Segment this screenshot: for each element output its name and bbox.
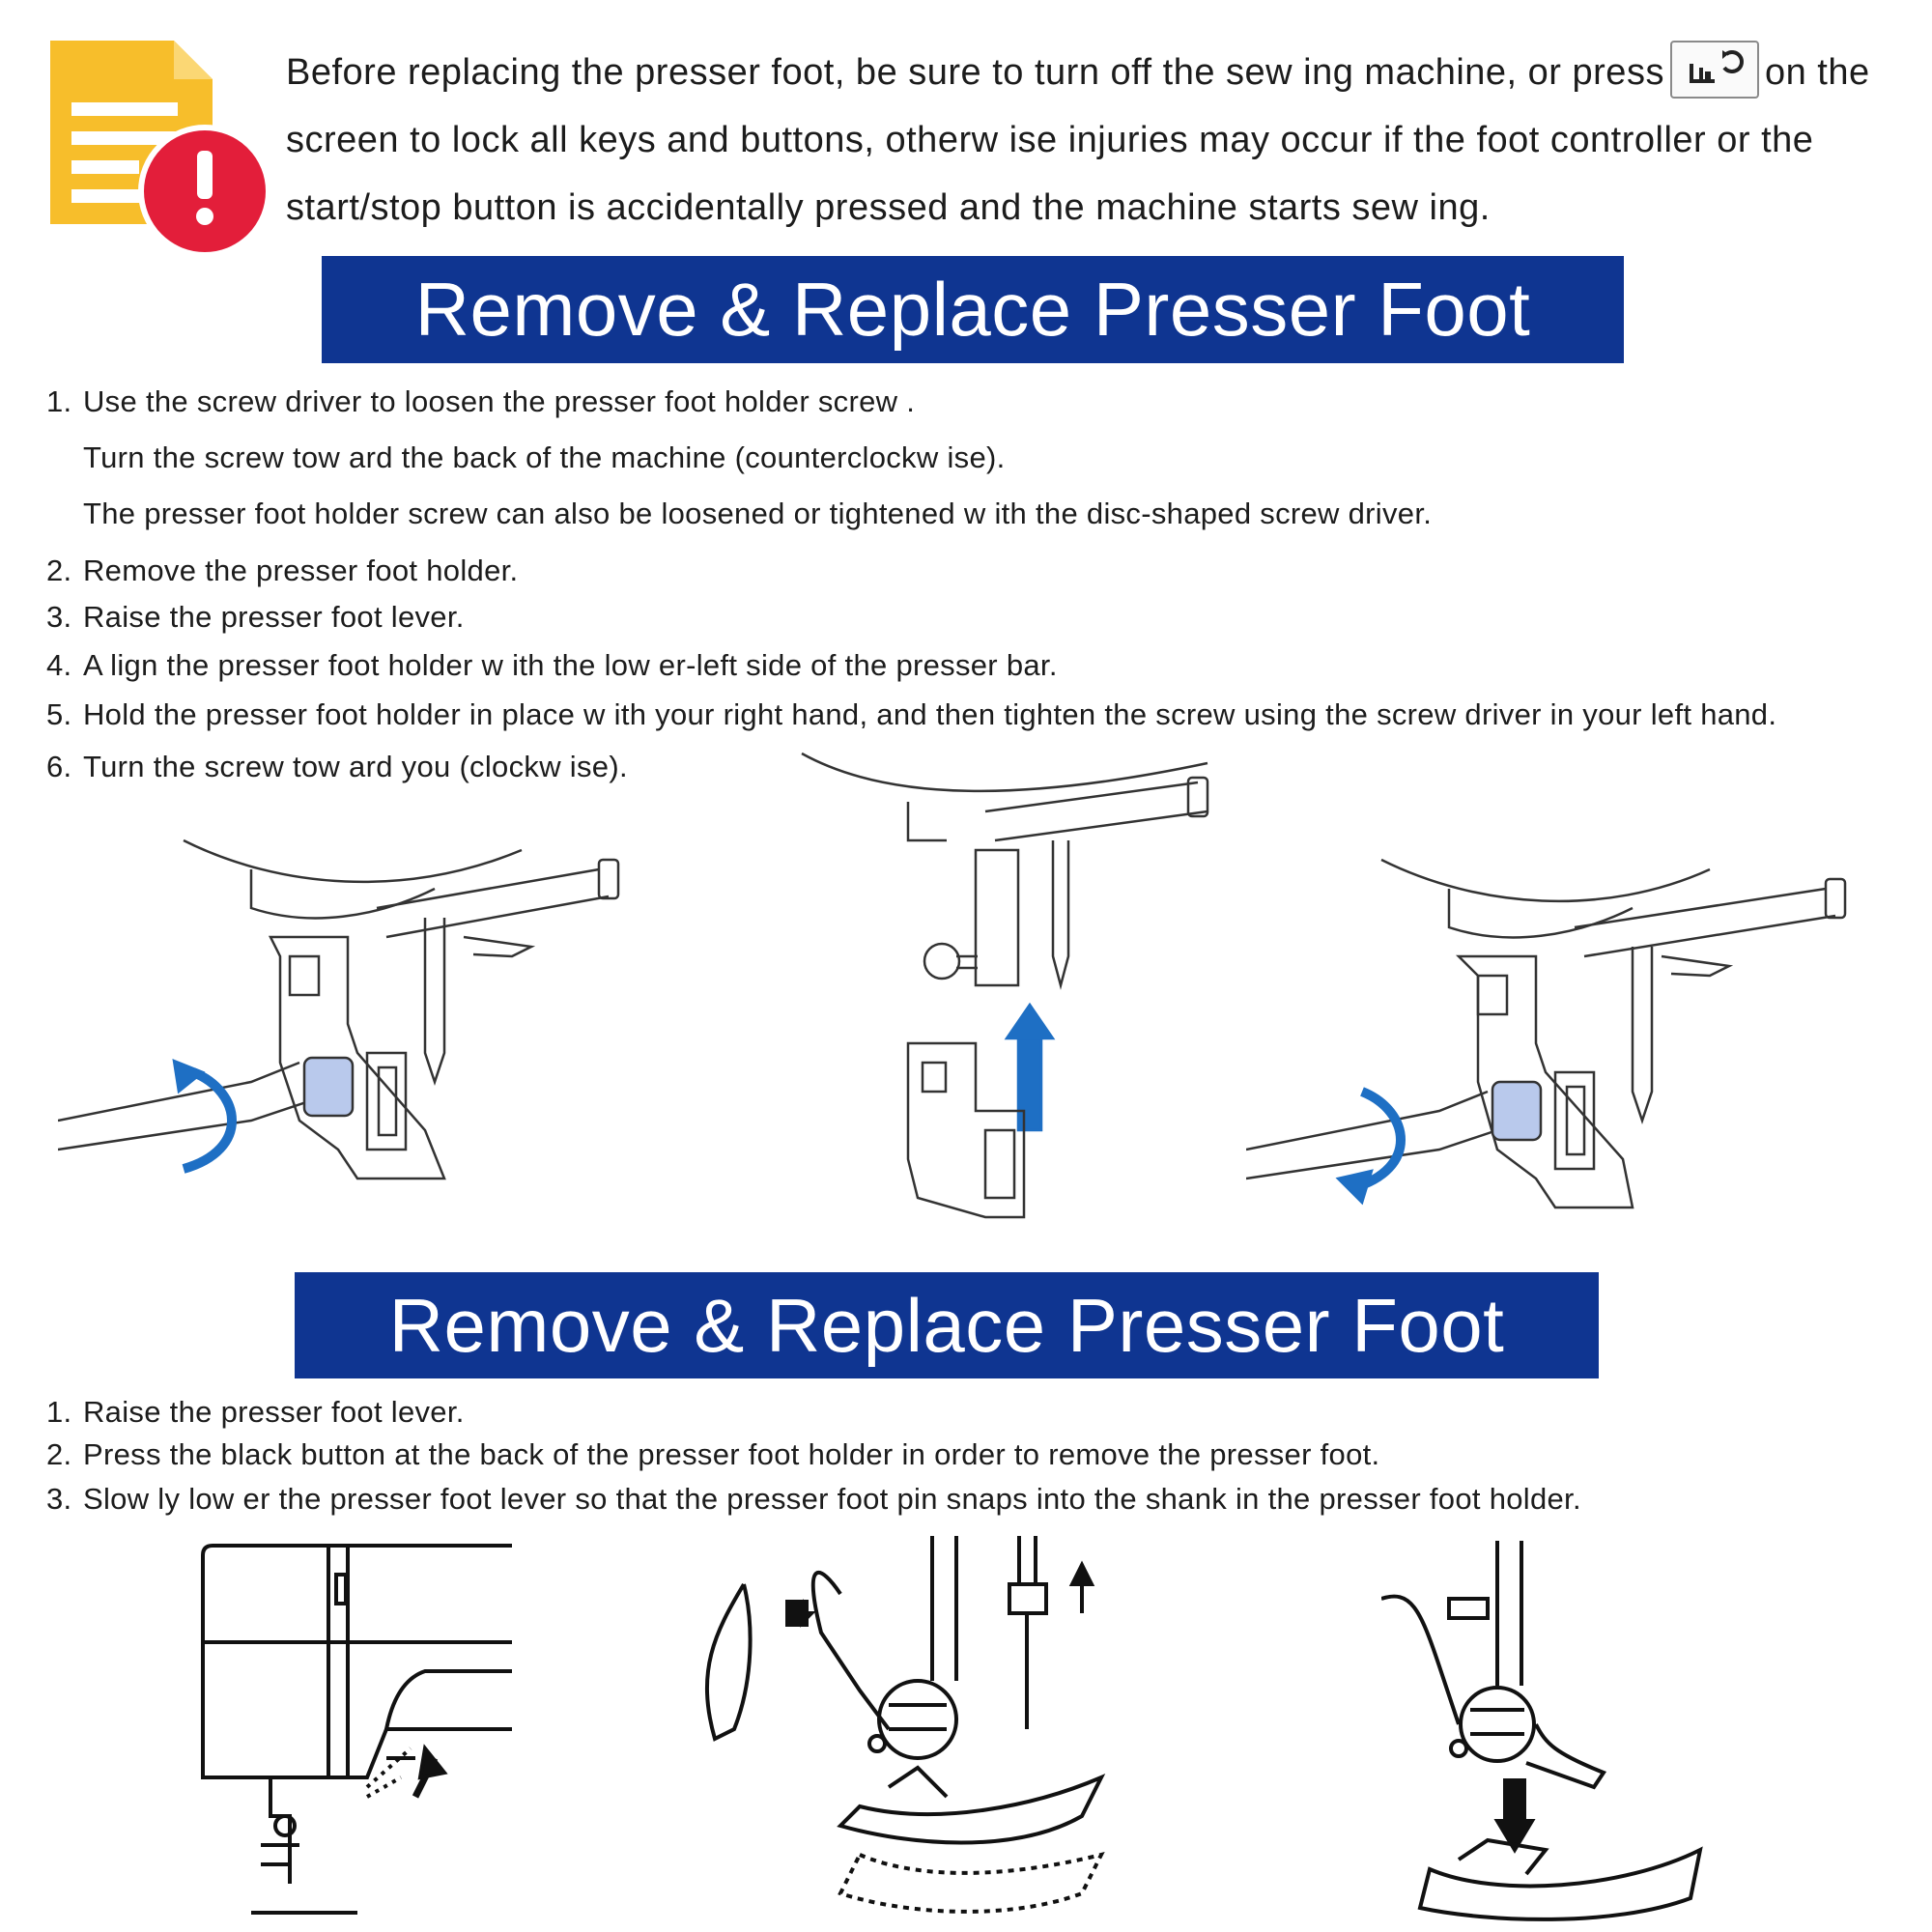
step-row: 3.Slow ly low er the presser foot lever … (46, 1482, 1581, 1516)
step-row: 1.Use the screw driver to loosen the pre… (46, 384, 916, 418)
warning-text: Before replacing the presser foot, be su… (286, 39, 1918, 242)
step-row: 2.Remove the presser foot holder. (46, 554, 519, 587)
lock-keys-icon (1669, 40, 1759, 99)
step-row: Turn the screw tow ard the back of the m… (83, 440, 1006, 474)
lower-foot-illustration (1381, 1541, 1729, 1927)
loosen-screw-illustration (58, 811, 676, 1217)
warning-line-1: Before replacing the presser foot, be su… (286, 39, 1918, 106)
warning-line-2: screen to lock all keys and buttons, oth… (286, 120, 1814, 160)
document-warning-icon (43, 35, 274, 267)
step-row: 4.A lign the presser foot holder w ith t… (46, 648, 1058, 682)
step-row: 2.Press the black button at the back of … (46, 1437, 1380, 1471)
section-2-title: Remove & Replace Presser Foot (295, 1272, 1599, 1378)
step-row: 1.Raise the presser foot lever. (46, 1395, 465, 1429)
warning-line-3: start/stop button is accidentally presse… (286, 187, 1491, 228)
tighten-screw-illustration (1246, 840, 1884, 1246)
step-row: The presser foot holder screw can also b… (83, 497, 1433, 530)
step-row: 3.Raise the presser foot lever. (46, 600, 465, 634)
raise-lever-illustration (193, 1536, 522, 1922)
section-1-title: Remove & Replace Presser Foot Holder (322, 256, 1624, 459)
press-release-button-illustration (696, 1536, 1140, 1922)
remove-holder-illustration (792, 744, 1236, 1246)
step-row: 5.Hold the presser foot holder in place … (46, 697, 1777, 731)
step-row: 6.Turn the screw tow ard you (clockw ise… (46, 750, 628, 783)
